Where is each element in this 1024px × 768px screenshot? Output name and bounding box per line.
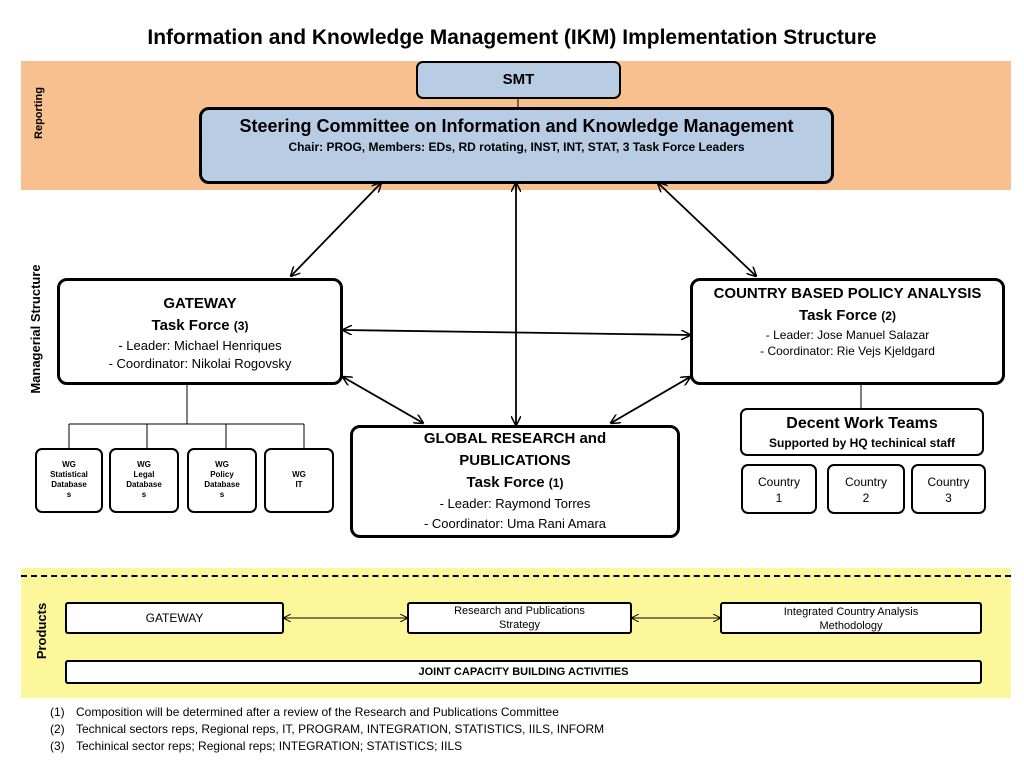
gateway-leader: - Leader: Michael Henriques xyxy=(118,338,282,353)
wg-statistical-line2: Statistical xyxy=(50,470,88,479)
steering-committee-members: Chair: PROG, Members: EDs, RD rotating, … xyxy=(288,140,745,154)
arrow-country-global xyxy=(611,377,690,423)
wg-statistical-line1: WG xyxy=(62,460,76,469)
wg-legal-line1: WG xyxy=(137,460,151,469)
country-1-line1: Country xyxy=(757,475,801,489)
wg-legal-box: WG Legal Database s xyxy=(109,448,179,513)
footnote-1-text: Composition will be determined after a r… xyxy=(76,705,559,719)
decent-work-teams-box: Decent Work Teams Supported by HQ techin… xyxy=(740,408,984,456)
wg-legal-line2: Legal xyxy=(133,470,155,479)
footnote-1: (1) Composition will be determined after … xyxy=(50,704,604,721)
wg-policy-line3: Database xyxy=(204,480,240,489)
country-3-box: Country 3 xyxy=(911,464,986,514)
gateway-tf-label: Task Force xyxy=(151,317,230,334)
country-policy-coordinator: - Coordinator: Rie Vejs Kjeldgard xyxy=(760,344,935,358)
wg-it-box: WG IT xyxy=(264,448,334,513)
country-1-line2: 1 xyxy=(775,491,783,505)
footnotes: (1) Composition will be determined after … xyxy=(50,704,604,755)
country-policy-ref: (2) xyxy=(881,309,896,323)
footnote-2-num: (2) xyxy=(50,722,65,736)
decent-work-subtitle: Supported by HQ techinical staff xyxy=(768,436,956,450)
wg-policy-box: WG Policy Database s xyxy=(187,448,257,513)
country-policy-title: COUNTRY BASED POLICY ANALYSIS xyxy=(713,285,982,302)
wg-legal-line4: s xyxy=(141,490,147,499)
country-1-box: Country 1 xyxy=(741,464,817,514)
wg-it-line1: WG xyxy=(292,470,306,479)
wg-policy-line2: Policy xyxy=(210,470,234,479)
product-integrated-box: Integrated Country Analysis Methodology xyxy=(720,602,982,634)
product-joint-capacity-box: JOINT CAPACITY BUILDING ACTIVITIES xyxy=(65,660,982,684)
country-2-box: Country 2 xyxy=(827,464,905,514)
steering-committee-box: Steering Committee on Information and Kn… xyxy=(199,107,834,184)
smt-box: SMT xyxy=(416,61,621,99)
country-2-line1: Country xyxy=(844,475,888,489)
wg-it-line2: IT xyxy=(295,480,303,489)
footnote-3: (3) Techinical sector reps; Regional reps… xyxy=(50,738,604,755)
gateway-title: GATEWAY xyxy=(163,295,237,312)
global-research-coordinator: - Coordinator: Uma Rani Amara xyxy=(423,516,607,531)
global-research-ref: (1) xyxy=(548,476,564,490)
wg-policy-line1: WG xyxy=(215,460,229,469)
country-policy-task-force-box: COUNTRY BASED POLICY ANALYSIS Task Force… xyxy=(690,278,1005,385)
arrow-gateway-country xyxy=(343,330,690,335)
wg-statistical-line3: Database xyxy=(51,480,87,489)
product-research-box: Research and Publications Strategy xyxy=(407,602,632,634)
global-research-leader: - Leader: Raymond Torres xyxy=(439,496,591,511)
arrow-gateway-global xyxy=(343,377,423,423)
gateway-coordinator: - Coordinator: Nikolai Rogovsky xyxy=(108,356,292,371)
products-divider xyxy=(21,575,1011,577)
wg-statistical-box: WG Statistical Database s xyxy=(35,448,103,513)
country-3-line2: 3 xyxy=(945,491,952,505)
diagram-title: Information and Knowledge Management (IK… xyxy=(147,26,877,49)
footnote-2-text: Technical sectors reps, Regional reps, I… xyxy=(76,722,605,736)
country-3-line1: Country xyxy=(927,475,970,489)
country-2-line2: 2 xyxy=(862,491,870,505)
footnote-2: (2) Technical sectors reps, Regional reps… xyxy=(50,721,604,738)
country-policy-tf-label: Task Force xyxy=(799,307,878,324)
wg-policy-line4: s xyxy=(219,490,225,499)
footnote-3-num: (3) xyxy=(50,739,65,753)
global-research-title: GLOBAL RESEARCH and PUBLICATIONS xyxy=(423,430,607,469)
wg-statistical-line4: s xyxy=(66,490,72,499)
arrow-steering-country xyxy=(658,183,756,276)
global-research-task-force-box: GLOBAL RESEARCH and PUBLICATIONS Task Fo… xyxy=(350,425,680,538)
footnote-3-text: Techinical sector reps; Regional reps; I… xyxy=(76,739,463,753)
arrow-steering-gateway xyxy=(291,183,381,276)
country-policy-leader: - Leader: Jose Manuel Salazar xyxy=(765,328,930,342)
gateway-task-force-box: GATEWAY Task Force (3) - Leader: Michael… xyxy=(57,278,343,385)
gateway-ref: (3) xyxy=(233,319,249,333)
product-gateway-box: GATEWAY xyxy=(65,602,284,634)
steering-committee-title: Steering Committee on Information and Kn… xyxy=(239,116,794,136)
global-research-tf-label: Task Force xyxy=(466,474,545,491)
decent-work-title: Decent Work Teams xyxy=(786,415,938,432)
footnote-1-num: (1) xyxy=(50,705,65,719)
wg-legal-line3: Database xyxy=(126,480,162,489)
